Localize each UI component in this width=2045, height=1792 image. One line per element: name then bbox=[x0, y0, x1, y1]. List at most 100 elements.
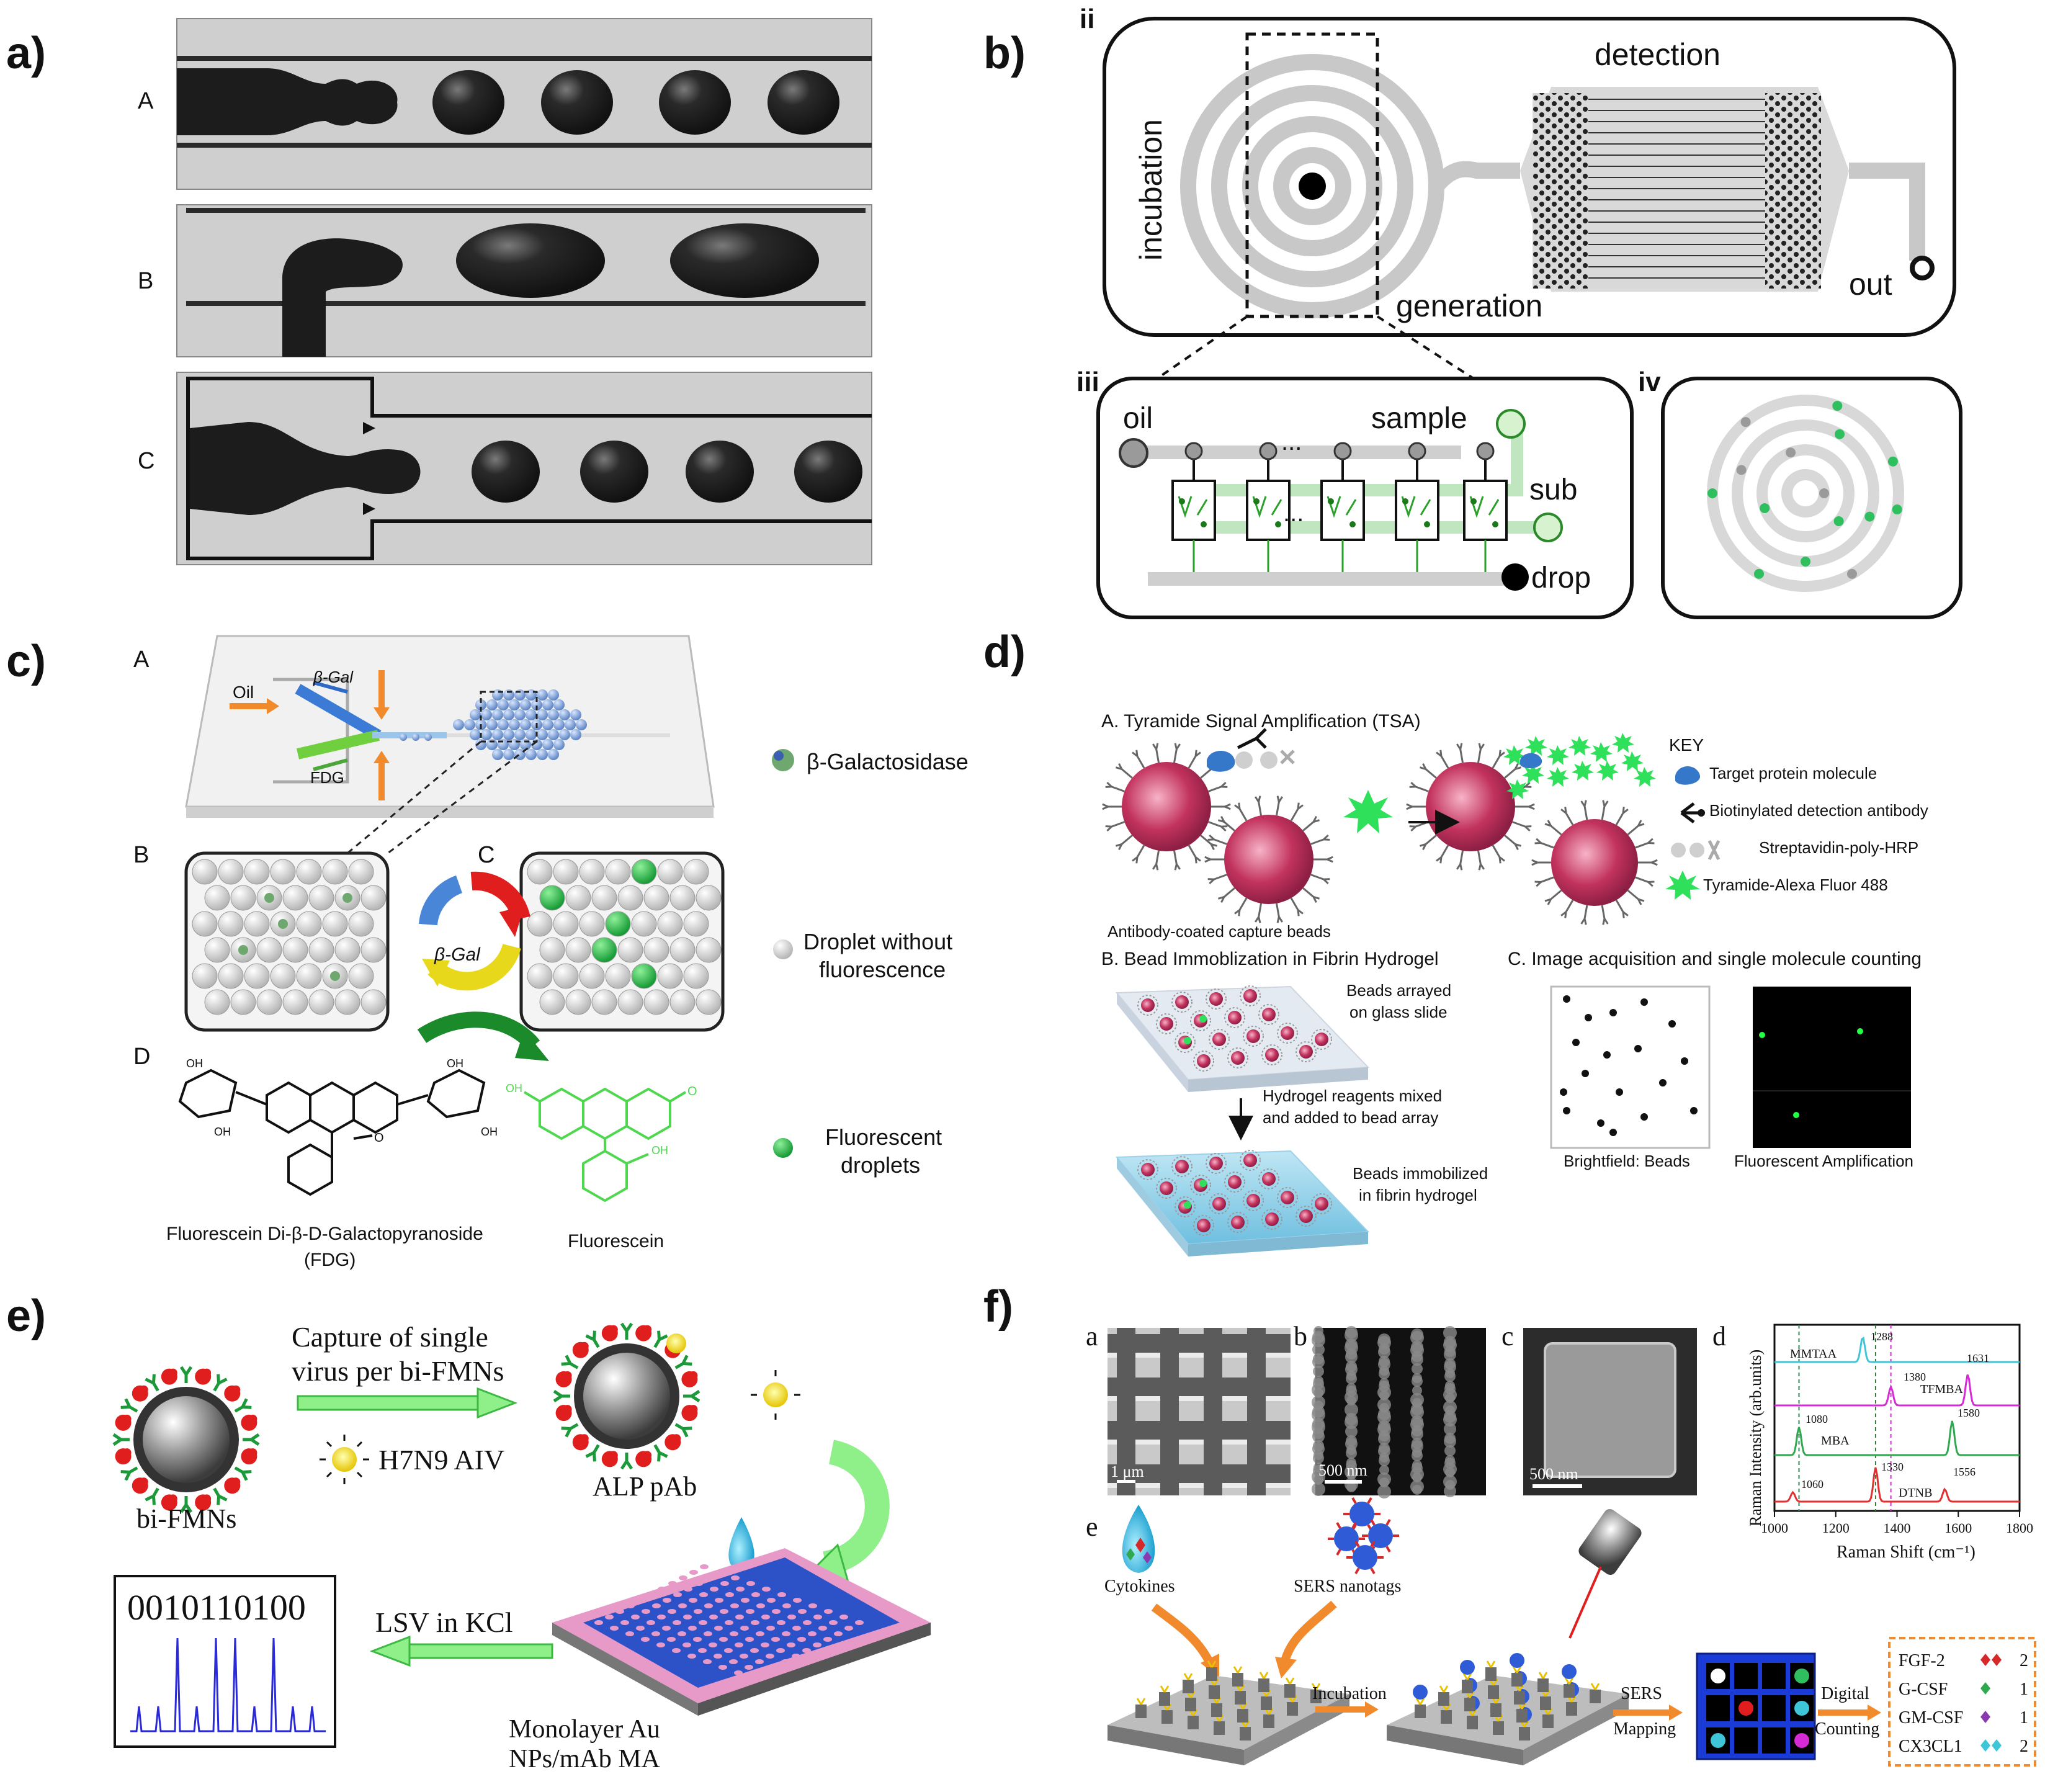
inlet-dot bbox=[1299, 172, 1326, 200]
subpanel-iv: iv bbox=[1638, 367, 1962, 619]
key-item-4: Tyramide-Alexa Fluor 488 bbox=[1703, 876, 1888, 894]
lsv-trace bbox=[130, 1637, 326, 1732]
letter-B: B bbox=[133, 842, 149, 868]
subpanel-b-label: b bbox=[1294, 1321, 1307, 1351]
peak-1330: 1330 bbox=[1881, 1461, 1904, 1473]
sem-image-a bbox=[1108, 1328, 1291, 1495]
spectrum-label-dtnb: DTNB bbox=[1899, 1486, 1932, 1500]
bi-fmn-with-virus bbox=[553, 1322, 700, 1470]
lsv-label: LSV in KCl bbox=[375, 1606, 513, 1638]
virus-icon bbox=[320, 1435, 369, 1484]
panel-d-label: d) bbox=[983, 627, 1026, 677]
tsa-reagents bbox=[1207, 728, 1460, 835]
raman-spectra bbox=[1774, 1336, 2020, 1503]
result-name: G-CSF bbox=[1899, 1680, 1948, 1699]
letter-A: A bbox=[133, 647, 150, 673]
fdg-oh-2: OH bbox=[214, 1126, 231, 1138]
bgal-cycle-label: β-Gal bbox=[434, 944, 481, 965]
immob-2: in fibrin hydrogel bbox=[1359, 1186, 1477, 1204]
glass-slide-array bbox=[1115, 985, 1370, 1092]
raman-tick-label: 1800 bbox=[2006, 1520, 2033, 1536]
droplet bbox=[794, 441, 862, 503]
fdg-name-1: Fluorescein Di-β-D-Galactopyranoside bbox=[166, 1224, 483, 1244]
capture-line-1: Capture of single bbox=[292, 1321, 488, 1353]
result-name: CX3CL1 bbox=[1899, 1737, 1962, 1756]
row-label-B: B bbox=[138, 268, 153, 294]
panel-a: a) A B bbox=[6, 18, 872, 565]
legend-fluor-2: droplets bbox=[841, 1152, 920, 1178]
peak-1580: 1580 bbox=[1958, 1407, 1980, 1419]
fluorescence-image bbox=[1753, 987, 1911, 1148]
emerging-droplet bbox=[190, 422, 421, 515]
incubation-label: incubation bbox=[1134, 119, 1168, 261]
count-results-box bbox=[1888, 1637, 2036, 1767]
scale-c: 500 nm bbox=[1529, 1465, 1578, 1483]
spectrum-label-mmtaa: MMTAA bbox=[1790, 1347, 1837, 1361]
capture-line-2: virus per bi-FMNs bbox=[292, 1355, 504, 1387]
fdg-name-2: (FDG) bbox=[304, 1250, 356, 1270]
raman-tick-label: 1600 bbox=[1944, 1520, 1972, 1536]
spectrum-label-tfmba: TFMBA bbox=[1920, 1382, 1963, 1396]
mono-2: NPs/mAb MA bbox=[509, 1745, 661, 1773]
panel-a-row-C: C bbox=[138, 372, 872, 565]
lsv-plot bbox=[114, 1575, 336, 1748]
drop-label: drop bbox=[1531, 562, 1591, 594]
cytokines-label: Cytokines bbox=[1104, 1577, 1175, 1596]
digital-label-2: Counting bbox=[1815, 1719, 1879, 1739]
brightfield-image bbox=[1550, 985, 1711, 1149]
legend-fluor-1: Fluorescent bbox=[825, 1124, 942, 1150]
beads-caption: Antibody-coated capture beads bbox=[1108, 922, 1331, 941]
result-count: 1 bbox=[2020, 1708, 2028, 1727]
fluorescein-name: Fluorescein bbox=[568, 1231, 664, 1252]
letter-C: C bbox=[478, 842, 494, 868]
peak-1080: 1080 bbox=[1806, 1413, 1828, 1425]
tsa-key: KEY Target protein molecule Biotinylated… bbox=[1665, 735, 1928, 900]
sub-label: sub bbox=[1529, 473, 1577, 506]
out-label: out bbox=[1849, 267, 1892, 302]
fdg-chip-label: FDG bbox=[310, 768, 344, 787]
detection-label: detection bbox=[1595, 37, 1721, 72]
immob-title: B. Bead Immoblization in Fibrin Hydrogel bbox=[1101, 949, 1439, 969]
droplet bbox=[659, 70, 731, 135]
row-label-A: A bbox=[138, 88, 154, 114]
subpanel-e-label: e bbox=[1086, 1512, 1098, 1542]
panel-a-label: a) bbox=[6, 29, 46, 78]
scale-a: 1 μm bbox=[1111, 1463, 1144, 1481]
reagents-1: Hydrogel reagents mixed bbox=[1263, 1086, 1442, 1105]
peak-1556: 1556 bbox=[1953, 1466, 1976, 1478]
drop-port bbox=[1501, 563, 1529, 591]
legend-enzyme: β-Galactosidase bbox=[807, 749, 969, 774]
droplet-icon bbox=[728, 1517, 754, 1570]
sers-label-1: SERS bbox=[1621, 1684, 1662, 1703]
sers-nanotags-icon bbox=[1328, 1497, 1399, 1574]
oil-label: Oil bbox=[233, 683, 254, 702]
oil-port bbox=[1119, 438, 1148, 468]
sensor-platform-before bbox=[1108, 1660, 1349, 1765]
key-title: KEY bbox=[1669, 735, 1704, 755]
raman-plot-area bbox=[1773, 1324, 2021, 1512]
bgal-reaction-cycle: β-Gal bbox=[417, 871, 549, 1061]
digital-label-1: Digital bbox=[1821, 1684, 1869, 1703]
sub-port bbox=[1533, 513, 1563, 542]
subpanel-a-label: a bbox=[1086, 1321, 1098, 1351]
key-item-1: Target protein molecule bbox=[1709, 764, 1877, 782]
panel-c-label: c) bbox=[6, 637, 46, 686]
legend-no-fluor-2: fluorescence bbox=[819, 957, 946, 982]
panel-e-label: e) bbox=[6, 1291, 46, 1341]
sensor-platform-after bbox=[1387, 1653, 1629, 1765]
virus-icon-free bbox=[751, 1370, 800, 1420]
peak-1380: 1380 bbox=[1904, 1371, 1926, 1383]
subpanel-d-label: d bbox=[1712, 1321, 1726, 1351]
result-count: 2 bbox=[2020, 1651, 2028, 1670]
brightfield-caption: Brightfield: Beads bbox=[1564, 1152, 1690, 1170]
result-count: 2 bbox=[2020, 1737, 2028, 1756]
fdg-structure bbox=[178, 1068, 486, 1196]
sample-port bbox=[1496, 409, 1526, 439]
result-count: 1 bbox=[2020, 1680, 2028, 1699]
raman-tick-label: 1200 bbox=[1822, 1520, 1850, 1536]
panel-a-row-B: B bbox=[138, 204, 872, 357]
generator-units bbox=[1171, 442, 1508, 572]
panel-d: d) A. Tyramide Signal Amplification (TSA… bbox=[983, 627, 1928, 1257]
arrayed-2: on glass slide bbox=[1349, 1003, 1448, 1021]
